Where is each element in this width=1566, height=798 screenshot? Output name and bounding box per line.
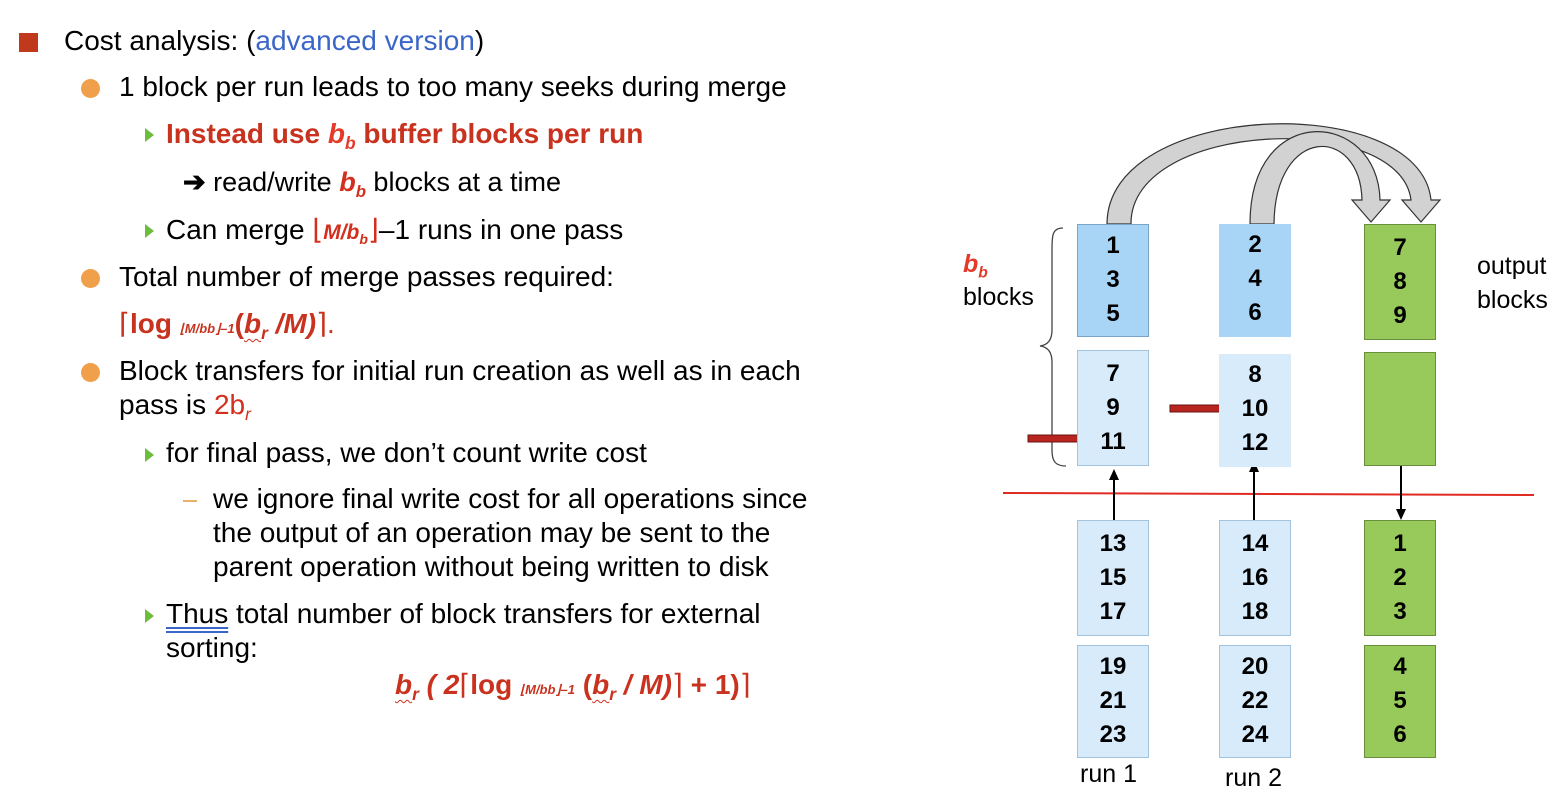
advanced-version-link[interactable]: advanced version (255, 25, 475, 56)
run1-label: run 1 (1080, 760, 1137, 788)
block-transfers-bullet-line1: Block transfers for initial run creation… (119, 355, 801, 386)
block-transfers-bullet-line2: pass is 2br (119, 389, 251, 425)
output-buffer-block-empty (1364, 352, 1436, 466)
buffer-blocks-bullet: Instead use bb buffer blocks per run (166, 118, 644, 154)
final-pass-bullet: for final pass, we don’t count write cos… (166, 437, 647, 468)
level2-bullet-dot (81, 363, 100, 382)
bb-blocks-label: blocks (963, 283, 1034, 311)
thus-total-bullet-line2: sorting: (166, 632, 258, 663)
ignore-write-line1: we ignore final write cost for all opera… (213, 483, 808, 514)
total-transfers-formula: br ( 2⌈log ⌊M/bb⌋–1 (br / M)⌉ + 1)⌉ (395, 669, 751, 705)
right-arrow-icon: ➔ (183, 167, 206, 197)
transfer-arrow-run2 (1249, 131, 1392, 225)
level2-bullet-dot (81, 79, 100, 98)
level3-bullet-triangle (145, 224, 154, 238)
level1-bullet-square (19, 33, 38, 52)
merge-passes-bullet: Total number of merge passes required: (119, 261, 614, 292)
output-label-line1: output (1477, 252, 1547, 280)
level4-bullet-dash (183, 500, 197, 502)
level3-bullet-triangle (145, 609, 154, 623)
level3-bullet-triangle (145, 128, 154, 142)
level3-bullet-triangle (145, 448, 154, 462)
ignore-write-line3: parent operation without being written t… (213, 551, 769, 582)
buffer-brace (1039, 227, 1067, 467)
run2-label: run 2 (1225, 764, 1282, 792)
thus-total-bullet-line1: Thus total number of block transfers for… (166, 598, 761, 629)
bb-label: bb (963, 250, 988, 282)
level2-bullet-dot (81, 269, 100, 288)
can-merge-bullet: Can merge ⌊M/bb⌋–1 runs in one pass (166, 214, 624, 247)
memory-disk-separator (1002, 492, 1535, 496)
seeks-bullet: 1 block per run leads to too many seeks … (119, 71, 787, 102)
merge-passes-formula: ⌈log ⌊M/bb⌋–1(br /M)⌉. (119, 308, 335, 344)
ignore-write-line2: the output of an operation may be sent t… (213, 517, 771, 548)
read-write-line: ➔ read/write bb blocks at a time (183, 167, 561, 201)
cost-analysis-heading: Cost analysis: (advanced version) (64, 25, 485, 56)
output-label-line2: blocks (1477, 286, 1548, 314)
